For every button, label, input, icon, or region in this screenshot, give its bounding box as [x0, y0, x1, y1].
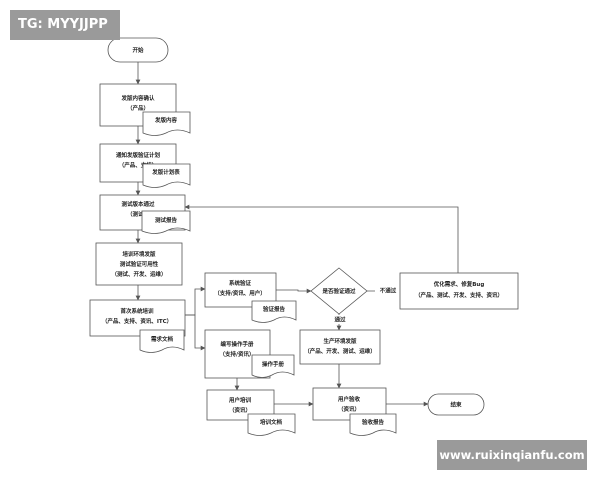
svg-text:生产环境发版: 生产环境发版: [323, 337, 357, 345]
svg-text:是否验证通过: 是否验证通过: [321, 287, 356, 295]
svg-text:通知发版验证计划: 通知发版验证计划: [116, 151, 161, 159]
svg-text:操作手册: 操作手册: [262, 360, 285, 368]
svg-text:（资讯）: （资讯）: [229, 406, 251, 414]
label-bg-fail: [375, 285, 401, 296]
doc-requirements: 需求文档: [139, 329, 185, 353]
node-user-training: 用户培训 （资讯）: [206, 389, 275, 421]
svg-text:发版内容: 发版内容: [154, 116, 178, 124]
watermark-badge-bottom: www.ruixinqianfu.com: [437, 440, 587, 470]
svg-text:（产品、开发、测试、运维）: （产品、开发、测试、运维）: [304, 347, 376, 355]
svg-text:（资讯）: （资讯）: [338, 405, 360, 413]
start-terminal: 开始: [107, 37, 169, 63]
edge-label-fail: 不通过: [380, 287, 397, 295]
doc-test-report: 测试报告: [141, 210, 191, 234]
svg-text:（产品、测试、开发、支持、资讯）: （产品、测试、开发、支持、资讯）: [415, 291, 503, 299]
doc-acceptance: 验收报告: [349, 413, 397, 436]
edge-optimize-loop-to-testpass: [184, 204, 459, 273]
svg-text:发版计划表: 发版计划表: [151, 168, 180, 176]
svg-text:需求文档: 需求文档: [151, 335, 174, 343]
svg-text:培训文档: 培训文档: [260, 418, 283, 426]
svg-text:（支持/资讯、用户）: （支持/资讯、用户）: [214, 289, 266, 297]
svg-text:（产品、支持）: （产品、支持）: [119, 161, 158, 169]
edge-label-pass: 通过: [334, 316, 346, 324]
svg-text:测试验证可用性: 测试验证可用性: [120, 260, 159, 268]
node-prod-release: 生产环境发版 （产品、开发、测试、运维）: [299, 329, 381, 365]
svg-text:（支持/资讯）: （支持/资讯）: [219, 350, 254, 358]
svg-text:首次系统培训: 首次系统培训: [120, 307, 154, 315]
svg-text:用户培训: 用户培训: [228, 396, 252, 404]
node-optimize: 优化需求、修复Bug （产品、测试、开发、支持、资讯）: [399, 272, 519, 310]
end-terminal: 结束: [427, 393, 485, 416]
node-system-verify: 系统验证 （支持/资讯、用户）: [204, 272, 277, 308]
label-bg-pass: [331, 315, 349, 324]
watermark-badge-top: TG: MYYJJPP: [10, 10, 120, 40]
svg-text:结束: 结束: [450, 401, 462, 409]
connectors: [135, 62, 459, 407]
edge-firsttraining-to-verify: [185, 286, 206, 316]
svg-text:测试报告: 测试报告: [155, 216, 178, 224]
svg-text:用户验收: 用户验收: [337, 395, 361, 403]
doc-verify-report: 验证报告: [251, 300, 297, 323]
svg-text:验证报告: 验证报告: [263, 305, 286, 313]
doc-manual: 操作手册: [251, 354, 295, 378]
doc-release-plan: 发版计划表: [142, 163, 191, 188]
svg-text:培训环境发版: 培训环境发版: [122, 250, 156, 258]
svg-text:发版内容确认: 发版内容确认: [120, 94, 155, 102]
svg-text:（测试）: （测试）: [127, 210, 149, 218]
svg-text:测试版本通过: 测试版本通过: [121, 200, 155, 208]
svg-text:（产品）: （产品）: [127, 104, 149, 112]
svg-text:编写操作手册: 编写操作手册: [220, 340, 254, 348]
svg-text:（产品、支持、资讯、ITC）: （产品、支持、资讯、ITC）: [102, 317, 172, 325]
svg-text:（测试、开发、运维）: （测试、开发、运维）: [111, 270, 166, 278]
node-training-env: 培训环境发版 测试验证可用性 （测试、开发、运维）: [95, 242, 183, 286]
doc-release-content: 发版内容: [142, 111, 191, 136]
svg-text:验收报告: 验收报告: [362, 418, 385, 426]
doc-training: 培训文档: [247, 413, 296, 436]
edge-verify-to-decision: [276, 288, 312, 294]
decision-verify-pass: 是否验证通过: [310, 267, 368, 315]
svg-text:开始: 开始: [132, 46, 144, 54]
svg-text:优化需求、修复Bug: 优化需求、修复Bug: [434, 280, 485, 288]
svg-text:系统验证: 系统验证: [229, 279, 252, 287]
edge-firsttraining-to-manual: [185, 314, 206, 351]
